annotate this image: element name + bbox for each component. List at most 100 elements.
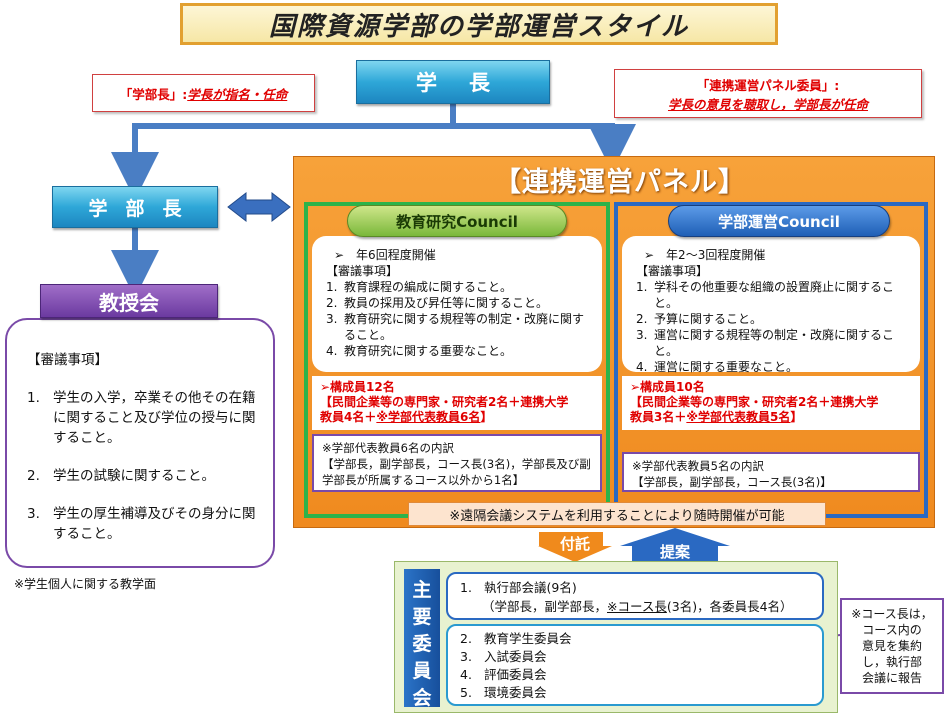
mgmt-council-agenda: ➢ 年2～3回程度開催 【審議事項】 1. 学科その他重要な組織の設置廃止に関する… <box>622 236 920 375</box>
item-text: 学生の試験に関すること。 <box>53 468 215 484</box>
item-number: 2. <box>636 312 648 326</box>
propose-label: 提案 <box>659 543 690 561</box>
dean-appointment-note: 「学部長」: 学長が指名・任命 <box>92 74 315 112</box>
mgmt-members: ➢構成員10名 【民間企業等の専門家・研究者2名＋連携大学 教員3名＋※学部代表… <box>622 376 920 430</box>
edu-members-line2a: 教員4名＋ <box>320 410 377 424</box>
panel-note-line2: 学長の意見を聴取し，学部長が任命 <box>615 95 921 114</box>
mgmt-item: 1. 学科その他重要な組織の設置廃止に関すること。 <box>636 279 910 311</box>
faculty-council-heading: 【審議事項】 <box>27 352 108 368</box>
mgmt-frequency: ➢ 年2～3回程度開催 <box>644 248 766 262</box>
mgmt-members-line1: 【民間企業等の専門家・研究者2名＋連携大学 <box>630 395 879 409</box>
item-text: 予算に関すること。 <box>654 312 763 326</box>
item-text: 学科その他重要な組織の設置廃止に関すること。 <box>654 280 895 310</box>
edu-rep-line1: ※学部代表教員6名の内訳 <box>322 441 454 455</box>
course-leader-note: ※コース長は， コース内の 意見を集約 し，執行部 会議に報告 <box>840 598 944 694</box>
item-number: 4. <box>326 344 338 358</box>
label-char: 員 <box>412 660 432 682</box>
note-line: ※コース長は， <box>851 607 933 621</box>
item-text: 運営に関する規程等の制定・改廃に関すること。 <box>654 328 895 358</box>
panel-title: 【連携運営パネル】 <box>494 167 746 198</box>
mgmt-members-line2a: 教員3名＋ <box>630 410 687 424</box>
item-number: 5. <box>460 685 472 700</box>
label-char: 委 <box>412 633 432 655</box>
note-line: し，執行部 <box>861 655 922 669</box>
faculty-council-item: 3.学生の厚生補導及びその身分に関すること。 <box>27 504 259 544</box>
mgmt-council-title: 学部運営Council <box>668 205 890 237</box>
panel-note-line2b: 学部長が任命 <box>793 97 869 112</box>
president-branch-line <box>111 104 456 200</box>
item-text: 教育課程の編成に関すること。 <box>344 280 513 294</box>
edu-item: 2. 教員の採用及び昇任等に関すること。 <box>326 295 592 311</box>
exec-meeting-item: 1. 執行部会議(9名) <box>460 578 822 597</box>
edu-item: 4. 教育研究に関する重要なこと。 <box>326 343 592 359</box>
note-line: コース内の <box>862 623 922 637</box>
dean-note-body: 学長が指名・任命 <box>187 86 288 102</box>
item-number: 4. <box>636 360 648 374</box>
main-committees-label: 主 要 委 員 会 <box>404 569 440 709</box>
item-number: 3. <box>326 312 338 326</box>
item-number: 2. <box>27 468 40 484</box>
item-text: 教育研究に関する重要なこと。 <box>344 344 513 358</box>
item-number: 3. <box>460 649 472 664</box>
exec-sub-a: （学部長，副学部長， <box>482 599 608 614</box>
committee-name: 評価委員会 <box>484 667 547 682</box>
mgmt-rep-line2: 【学部長，副学部長，コース長(3名)】 <box>632 475 832 489</box>
edu-item: 1. 教育課程の編成に関すること。 <box>326 279 592 295</box>
edu-members: ➢構成員12名 【民間企業等の専門家・研究者2名＋連携大学 教員4名＋※学部代表… <box>312 376 602 430</box>
edu-members-line2: 教員4名＋※学部代表教員6名】 <box>320 410 594 425</box>
panel-note-line1: 「連携運営パネル委員」: <box>696 78 840 93</box>
committee-item: 5.環境委員会 <box>460 684 822 702</box>
item-number: 1. <box>326 280 338 294</box>
panel-member-note: 「連携運営パネル委員」: 学長の意見を聴取し，学部長が任命 <box>614 69 922 118</box>
committee-name: 入試委員会 <box>484 649 547 664</box>
exec-sub-c: (3名)，各委員長4名） <box>666 599 793 614</box>
mgmt-item: 2. 予算に関すること。 <box>636 311 910 327</box>
mgmt-rep-line1: ※学部代表教員5名の内訳 <box>632 459 764 473</box>
president-to-panel-line <box>453 123 636 172</box>
other-committees-box: 2. 教育学生委員会 3. 入試委員会 4. 評価委員会 5.環境委員会 <box>446 624 824 706</box>
propose-arrow-shape <box>620 528 730 562</box>
item-number: 2. <box>326 296 338 310</box>
faculty-council-box: 【審議事項】 1. 学生の入学，卒業その他その在籍に関すること及び学位の授与に関す… <box>5 318 275 568</box>
edu-members-line1: 【民間企業等の専門家・研究者2名＋連携大学 <box>320 395 569 409</box>
edu-council-agenda: ➢ 年6回程度開催 【審議事項】 1.教育課程の編成に関すること。 2.教員の採… <box>312 236 602 372</box>
item-text: 学生の厚生補導及びその身分に関すること。 <box>53 506 256 542</box>
edu-members-line2c: 】 <box>480 410 493 424</box>
item-number: 1. <box>460 580 472 595</box>
item-number: 4. <box>460 667 472 682</box>
item-number: 3. <box>636 328 648 342</box>
item-number: 2. <box>460 631 472 646</box>
faculty-council-item: 1. 学生の入学，卒業その他その在籍に関すること及び学位の授与に関すること。 <box>27 388 259 448</box>
item-number: 1. <box>27 390 40 406</box>
propose-arrow: 提案 <box>620 531 730 563</box>
item-text: 学生の入学，卒業その他その在籍に関すること及び学位の授与に関すること。 <box>53 390 256 446</box>
mgmt-item: 3. 運営に関する規程等の制定・改廃に関すること。 <box>636 327 910 359</box>
item-text: 教育研究に関する規程等の制定・改廃に関すること。 <box>344 312 585 342</box>
panel-note-line2a: 学長の意見を聴取し， <box>667 97 793 112</box>
dean-panel-double-arrow <box>227 191 291 223</box>
item-number: 1. <box>636 280 648 294</box>
mgmt-heading: 【審議事項】 <box>636 264 709 278</box>
faculty-council-footnote: ※学生個人に関する教学面 <box>14 577 157 591</box>
president-box: 学長 <box>356 60 550 104</box>
mgmt-members-head: ➢構成員10名 <box>630 380 705 394</box>
label-char: 主 <box>412 579 432 601</box>
dean-box: 学部長 <box>52 186 218 228</box>
delegate-arrow: 付託 <box>539 531 611 559</box>
mgmt-item: 4. 運営に関する重要なこと。 <box>636 359 910 375</box>
exec-meeting-name: 執行部会議(9名) <box>484 580 577 595</box>
faculty-council-title: 教授会 <box>40 284 218 318</box>
remote-meeting-note: ※遠隔会議システムを利用することにより随時開催が可能 <box>408 502 826 526</box>
exec-meeting-members: （学部長，副学部長，※コース長(3名)，各委員長4名） <box>460 597 822 616</box>
item-text: 運営に関する重要なこと。 <box>654 360 799 374</box>
mgmt-members-line2c: 】 <box>790 410 803 424</box>
item-text: 教員の採用及び昇任等に関すること。 <box>344 296 549 310</box>
dean-note-prefix: 「学部長」: <box>119 86 188 102</box>
page-title: 国際資源学部の学部運営スタイル <box>180 3 778 45</box>
committee-item: 2. 教育学生委員会 <box>460 630 822 648</box>
committee-name: 教育学生委員会 <box>484 631 572 646</box>
committee-item: 3. 入試委員会 <box>460 648 822 666</box>
edu-frequency: ➢ 年6回程度開催 <box>334 248 436 262</box>
note-line: 会議に報告 <box>861 671 922 685</box>
